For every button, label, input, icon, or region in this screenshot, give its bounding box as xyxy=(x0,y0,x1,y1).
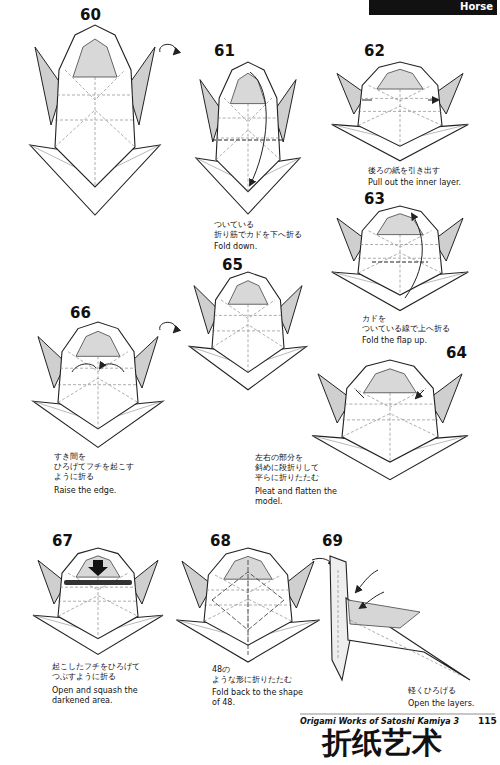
instruction-text: Open and squash the darkened area. xyxy=(52,686,152,706)
step-number: 62 xyxy=(364,42,385,61)
step-number: 68 xyxy=(210,532,231,551)
instruction-text: ついている 折り筋でカドを下へ折る xyxy=(214,220,304,240)
instruction-text: Pull out the inner layer. xyxy=(368,178,461,188)
step-number: 65 xyxy=(222,256,243,275)
watermark: 折纸艺术 xyxy=(322,728,442,758)
instruction-text: 起こしたフチをひろげて つぶすように折る xyxy=(52,662,152,682)
instruction-text: Fold the flap up. xyxy=(362,336,427,346)
step-number: 63 xyxy=(364,190,385,209)
step-number: 61 xyxy=(214,42,235,61)
instruction-text: 軽くひろげる xyxy=(408,686,456,696)
instruction-text: カドを ついている線で上へ折る xyxy=(362,314,447,334)
page-title: Horse xyxy=(369,0,497,15)
instruction-text: Raise the edge. xyxy=(54,486,116,496)
instruction-text: Fold down. xyxy=(214,242,257,252)
instruction-text: すき間を ひろげてフチを起こす ように折る xyxy=(54,452,146,482)
footer-text: Origami Works of Satoshi Kamiya 3 xyxy=(300,717,459,727)
instruction-text: Pleat and flatten the model. xyxy=(255,487,347,507)
step-number: 64 xyxy=(446,344,467,363)
instruction-text: 左右の部分を 斜めに段折りして 平らに折りたたむ xyxy=(255,453,327,483)
instruction-text: 48の ような形に折りたたむ xyxy=(212,665,304,685)
instruction-text: Fold back to the shape of 48. xyxy=(212,688,304,708)
step-number: 66 xyxy=(70,304,91,323)
step-number: 69 xyxy=(322,532,343,551)
step-number: 67 xyxy=(52,532,73,551)
instruction-text: Open the layers. xyxy=(408,699,474,709)
page-number: 115 xyxy=(478,716,497,727)
instruction-text: 後ろの紙を引き出す xyxy=(368,166,440,176)
step-number: 60 xyxy=(80,6,101,25)
